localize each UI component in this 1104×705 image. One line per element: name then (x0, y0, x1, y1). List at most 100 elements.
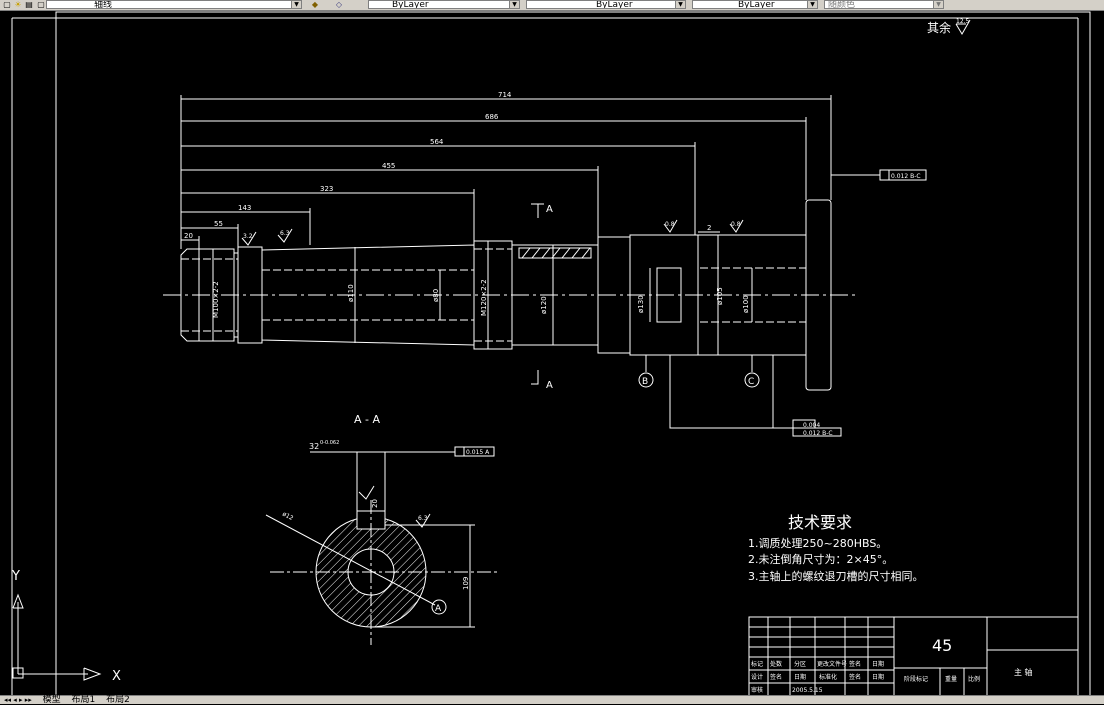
sym-tol: 0.015 A (466, 449, 490, 456)
tab-model[interactable]: 模型 (42, 695, 61, 705)
freeze-icon[interactable]: ☀ (14, 0, 22, 9)
tb-a3: 更改文件号 (817, 660, 847, 668)
tb-a1: 处数 (770, 660, 782, 668)
dim-2: 2 (707, 224, 711, 232)
layout-tabs: ◂◂ ◂ ▸ ▸▸ 模型 布局1 布局2 (0, 695, 1104, 705)
plotstyle-combo-value: 随颜色 (828, 0, 856, 9)
tech-line-1: 1.调质处理250~280HBS。 (748, 537, 887, 550)
leader-line (669, 355, 793, 429)
roughness-6-3: 6.3 (280, 230, 290, 237)
tab-layout-1[interactable]: 布局1 (71, 695, 96, 705)
plotstyle-combo[interactable]: 随颜色 ▼ (824, 0, 944, 9)
roughness-0-8b: 0.8 (731, 221, 741, 228)
keyway-dim: 32 (309, 442, 319, 451)
tab-layout-2[interactable]: 布局2 (106, 695, 130, 705)
lineweight-combo[interactable]: ByLayer ▼ (692, 0, 818, 9)
linetype-combo-value: ByLayer (596, 0, 633, 9)
diam-m100: M100×2-2 (212, 281, 220, 318)
tab-nav-arrows[interactable]: ◂◂ ◂ ▸ ▸▸ (4, 696, 32, 704)
part-name: 主 轴 (1014, 667, 1033, 677)
lineweight-combo-value: ByLayer (738, 0, 775, 9)
keyway-tol: 0-0.062 (320, 440, 339, 446)
diam-m120: M120×2-2 (480, 279, 488, 316)
section-dimensions (265, 451, 475, 628)
tb-c0: 审核 (751, 686, 763, 694)
layer-color-icon[interactable]: ▢ (37, 0, 45, 9)
tb-b0: 设计 (751, 673, 763, 681)
model-space-canvas[interactable]: 其余 12.5 (0, 10, 1104, 696)
make-current-icon[interactable]: ◆ (311, 0, 319, 9)
tb-weight: 重量 (945, 675, 957, 683)
tb-b5: 日期 (872, 673, 884, 681)
layer-combo[interactable]: 轴线 ▼ (46, 0, 302, 9)
datum-c-circle (744, 372, 760, 388)
roughness-3-2: 3.2 (243, 233, 253, 240)
diam-100: ø100 (742, 295, 750, 313)
lock-icon[interactable]: ▤ (25, 0, 33, 9)
roughness-symbol-icon (241, 219, 744, 246)
layer-state-icon[interactable]: ▢ (3, 0, 11, 9)
tol-right: 0.012 B-C (891, 173, 921, 180)
keyway-hatch (521, 247, 591, 259)
dim-323: 323 (320, 185, 333, 193)
dim-20: 20 (184, 232, 193, 240)
tech-line-2: 2.未注倒角尺寸为：2×45°。 (748, 552, 893, 566)
layer-combo-value: 轴线 (94, 0, 113, 9)
dim-455: 455 (382, 162, 395, 170)
layer-previous-icon[interactable]: ◇ (335, 0, 343, 9)
tb-stage: 阶段标记 (904, 675, 928, 683)
diam-120: ø120 (540, 296, 548, 314)
dimension-lines (180, 95, 832, 355)
roughness-section: 6.3 (418, 515, 428, 522)
dim-564: 564 (430, 138, 444, 146)
dim-686: 686 (485, 113, 499, 121)
tol-bottom-2: 0.012 B-C (803, 430, 833, 437)
section-mark-a-bottom: A (546, 380, 553, 391)
tech-title: 技术要求 (788, 513, 852, 532)
tol-bottom-1: 0.004 (803, 422, 820, 429)
chevron-down-icon[interactable]: ▼ (291, 1, 301, 8)
roughness-symbol-icon (955, 19, 971, 35)
tb-a4: 签名 (849, 660, 861, 668)
surface-note: 其余 (927, 20, 951, 35)
section-view (270, 500, 498, 645)
sym-tolerance-frame (454, 446, 495, 457)
drawing-border (55, 11, 1091, 696)
tb-b4: 签名 (849, 673, 861, 681)
title-block (748, 616, 1079, 696)
chevron-down-icon[interactable]: ▼ (509, 1, 519, 8)
material: 45 (932, 636, 952, 655)
diam-small: ø12 (281, 511, 294, 523)
section-mark-a-top: A (546, 204, 553, 215)
color-combo[interactable]: ByLayer ▼ (368, 0, 520, 9)
datum-b-circle (638, 372, 654, 388)
tb-scale: 比例 (968, 675, 980, 683)
tb-a5: 日期 (872, 660, 884, 668)
dim-55: 55 (214, 220, 223, 228)
ucs-y: Y (11, 569, 20, 584)
datum-b: B (642, 377, 648, 387)
diam-110: ø110 (347, 284, 355, 302)
dim-109: 109 (462, 577, 470, 590)
ucs-icon (12, 593, 102, 681)
linetype-combo[interactable]: ByLayer ▼ (526, 0, 686, 9)
datum-a: A (435, 604, 442, 614)
color-combo-value: ByLayer (392, 0, 429, 9)
chevron-down-icon[interactable]: ▼ (807, 1, 817, 8)
tech-line-3: 3.主轴上的螺纹退刀槽的尺寸相同。 (748, 569, 924, 583)
roughness-0-8a: 0.8 (665, 221, 675, 228)
section-mark (531, 203, 544, 385)
dim-143: 143 (238, 204, 251, 212)
tolerance-frame (879, 169, 927, 181)
tolerance-frame (792, 427, 842, 437)
chevron-down-icon[interactable]: ▼ (933, 1, 943, 8)
section-title: A - A (354, 413, 380, 426)
tb-b3: 标准化 (819, 673, 837, 681)
tb-a2: 分区 (794, 660, 806, 668)
chevron-down-icon[interactable]: ▼ (675, 1, 685, 8)
tb-b2: 日期 (794, 673, 806, 681)
tb-a0: 标记 (751, 660, 763, 668)
tb-b1: 签名 (770, 673, 782, 681)
diam-130: ø130 (637, 295, 645, 313)
ucs-x: X (112, 669, 121, 684)
